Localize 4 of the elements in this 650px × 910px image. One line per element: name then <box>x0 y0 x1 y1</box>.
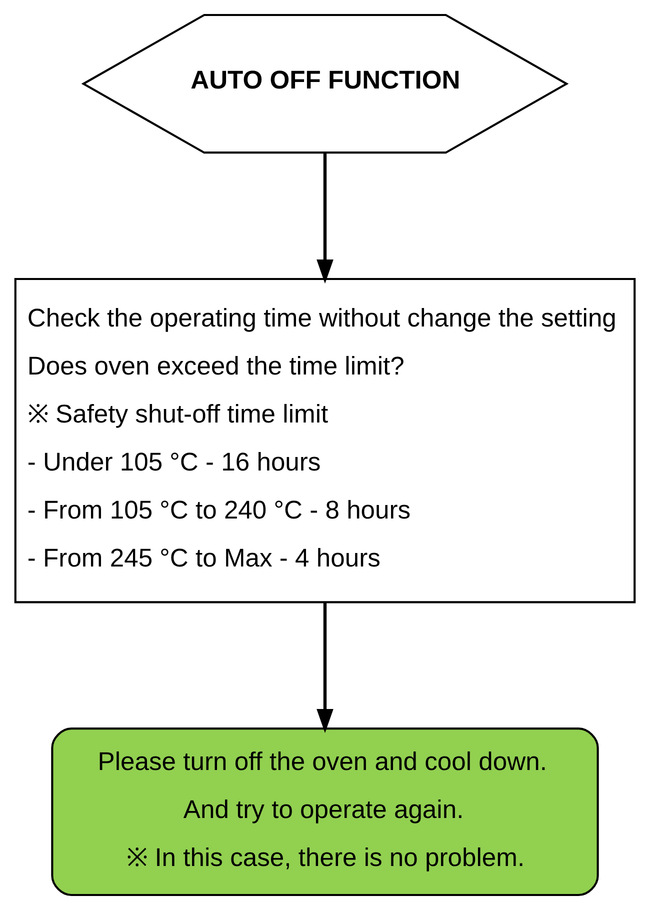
node-box: Please turn off the oven and cool down. And try to operate again. ※ In this case, there is no problem. <box>51 728 599 896</box>
node-box: Check the operating time without change the setting Does oven exceed the time limit? ※ Safety shut-off time limit - Under 105 °C - 16 hours - From 105 °C to 240 °C - 8 hours - From 245 °C to Max - 4 hours <box>14 278 636 604</box>
arrow <box>316 152 334 284</box>
arrow <box>316 602 334 734</box>
